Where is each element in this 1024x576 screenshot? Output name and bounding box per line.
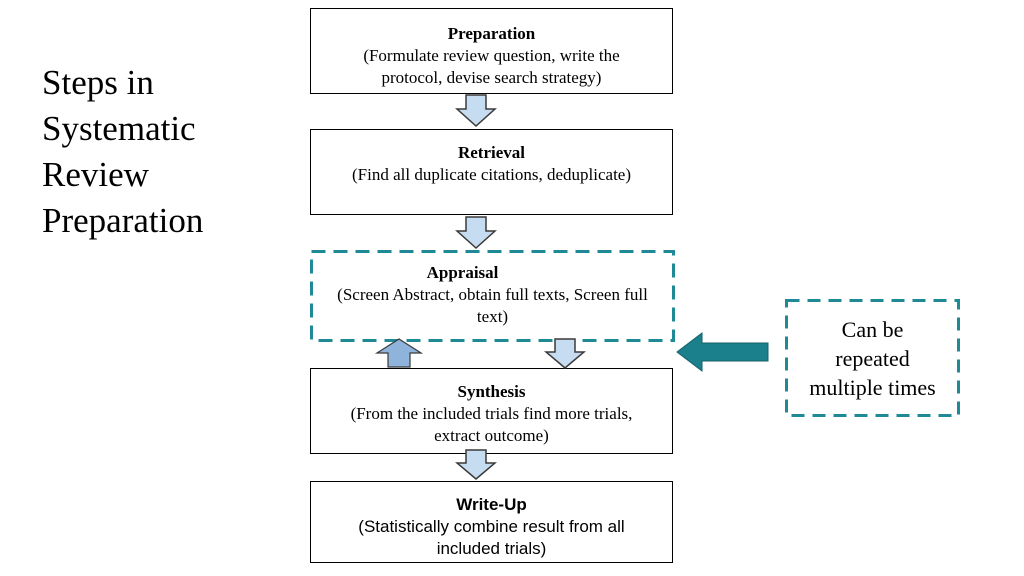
step-title: Preparation [447,24,536,43]
step-preparation-box: Preparation (Formulate review question, … [310,8,673,94]
step-title: Retrieval [457,143,526,162]
step-description: (Statistically combine result from all i… [358,517,625,558]
title-line: Steps in [42,63,154,102]
down-arrow-icon [455,216,497,250]
note-line: Can be [841,317,904,342]
title-line: Systematic [42,109,196,148]
step-appraisal-box: Appraisal (Screen Abstract, obtain full … [310,250,675,342]
title-line: Review [42,155,149,194]
step-synthesis-box: Synthesis (From the included trials find… [310,368,673,454]
step-title: Synthesis [457,382,526,401]
step-description: (Find all duplicate citations, deduplica… [352,165,631,184]
dashed-border [785,299,960,417]
step-description: (Screen Abstract, obtain full texts, Scr… [337,285,648,326]
down-arrow-icon [544,338,586,369]
repeat-note-box: Can be repeated multiple times [785,299,960,417]
step-description: (From the included trials find more tria… [350,404,633,445]
step-writeup-box: Write-Up (Statistically combine result f… [310,481,673,563]
step-title: Write-Up [456,495,527,514]
dashed-border [310,250,675,342]
step-title: Appraisal [426,263,499,282]
note-line: repeated [835,346,910,371]
title-line: Preparation [42,201,204,240]
up-arrow-icon [375,338,423,368]
step-description: (Formulate review question, write the pr… [363,46,620,87]
slide-title: Steps in Systematic Review Preparation [42,60,272,244]
left-arrow-icon [676,331,769,373]
note-line: multiple times [809,375,936,400]
step-retrieval-box: Retrieval (Find all duplicate citations,… [310,129,673,215]
down-arrow-icon [455,449,497,480]
down-arrow-icon [455,94,497,128]
